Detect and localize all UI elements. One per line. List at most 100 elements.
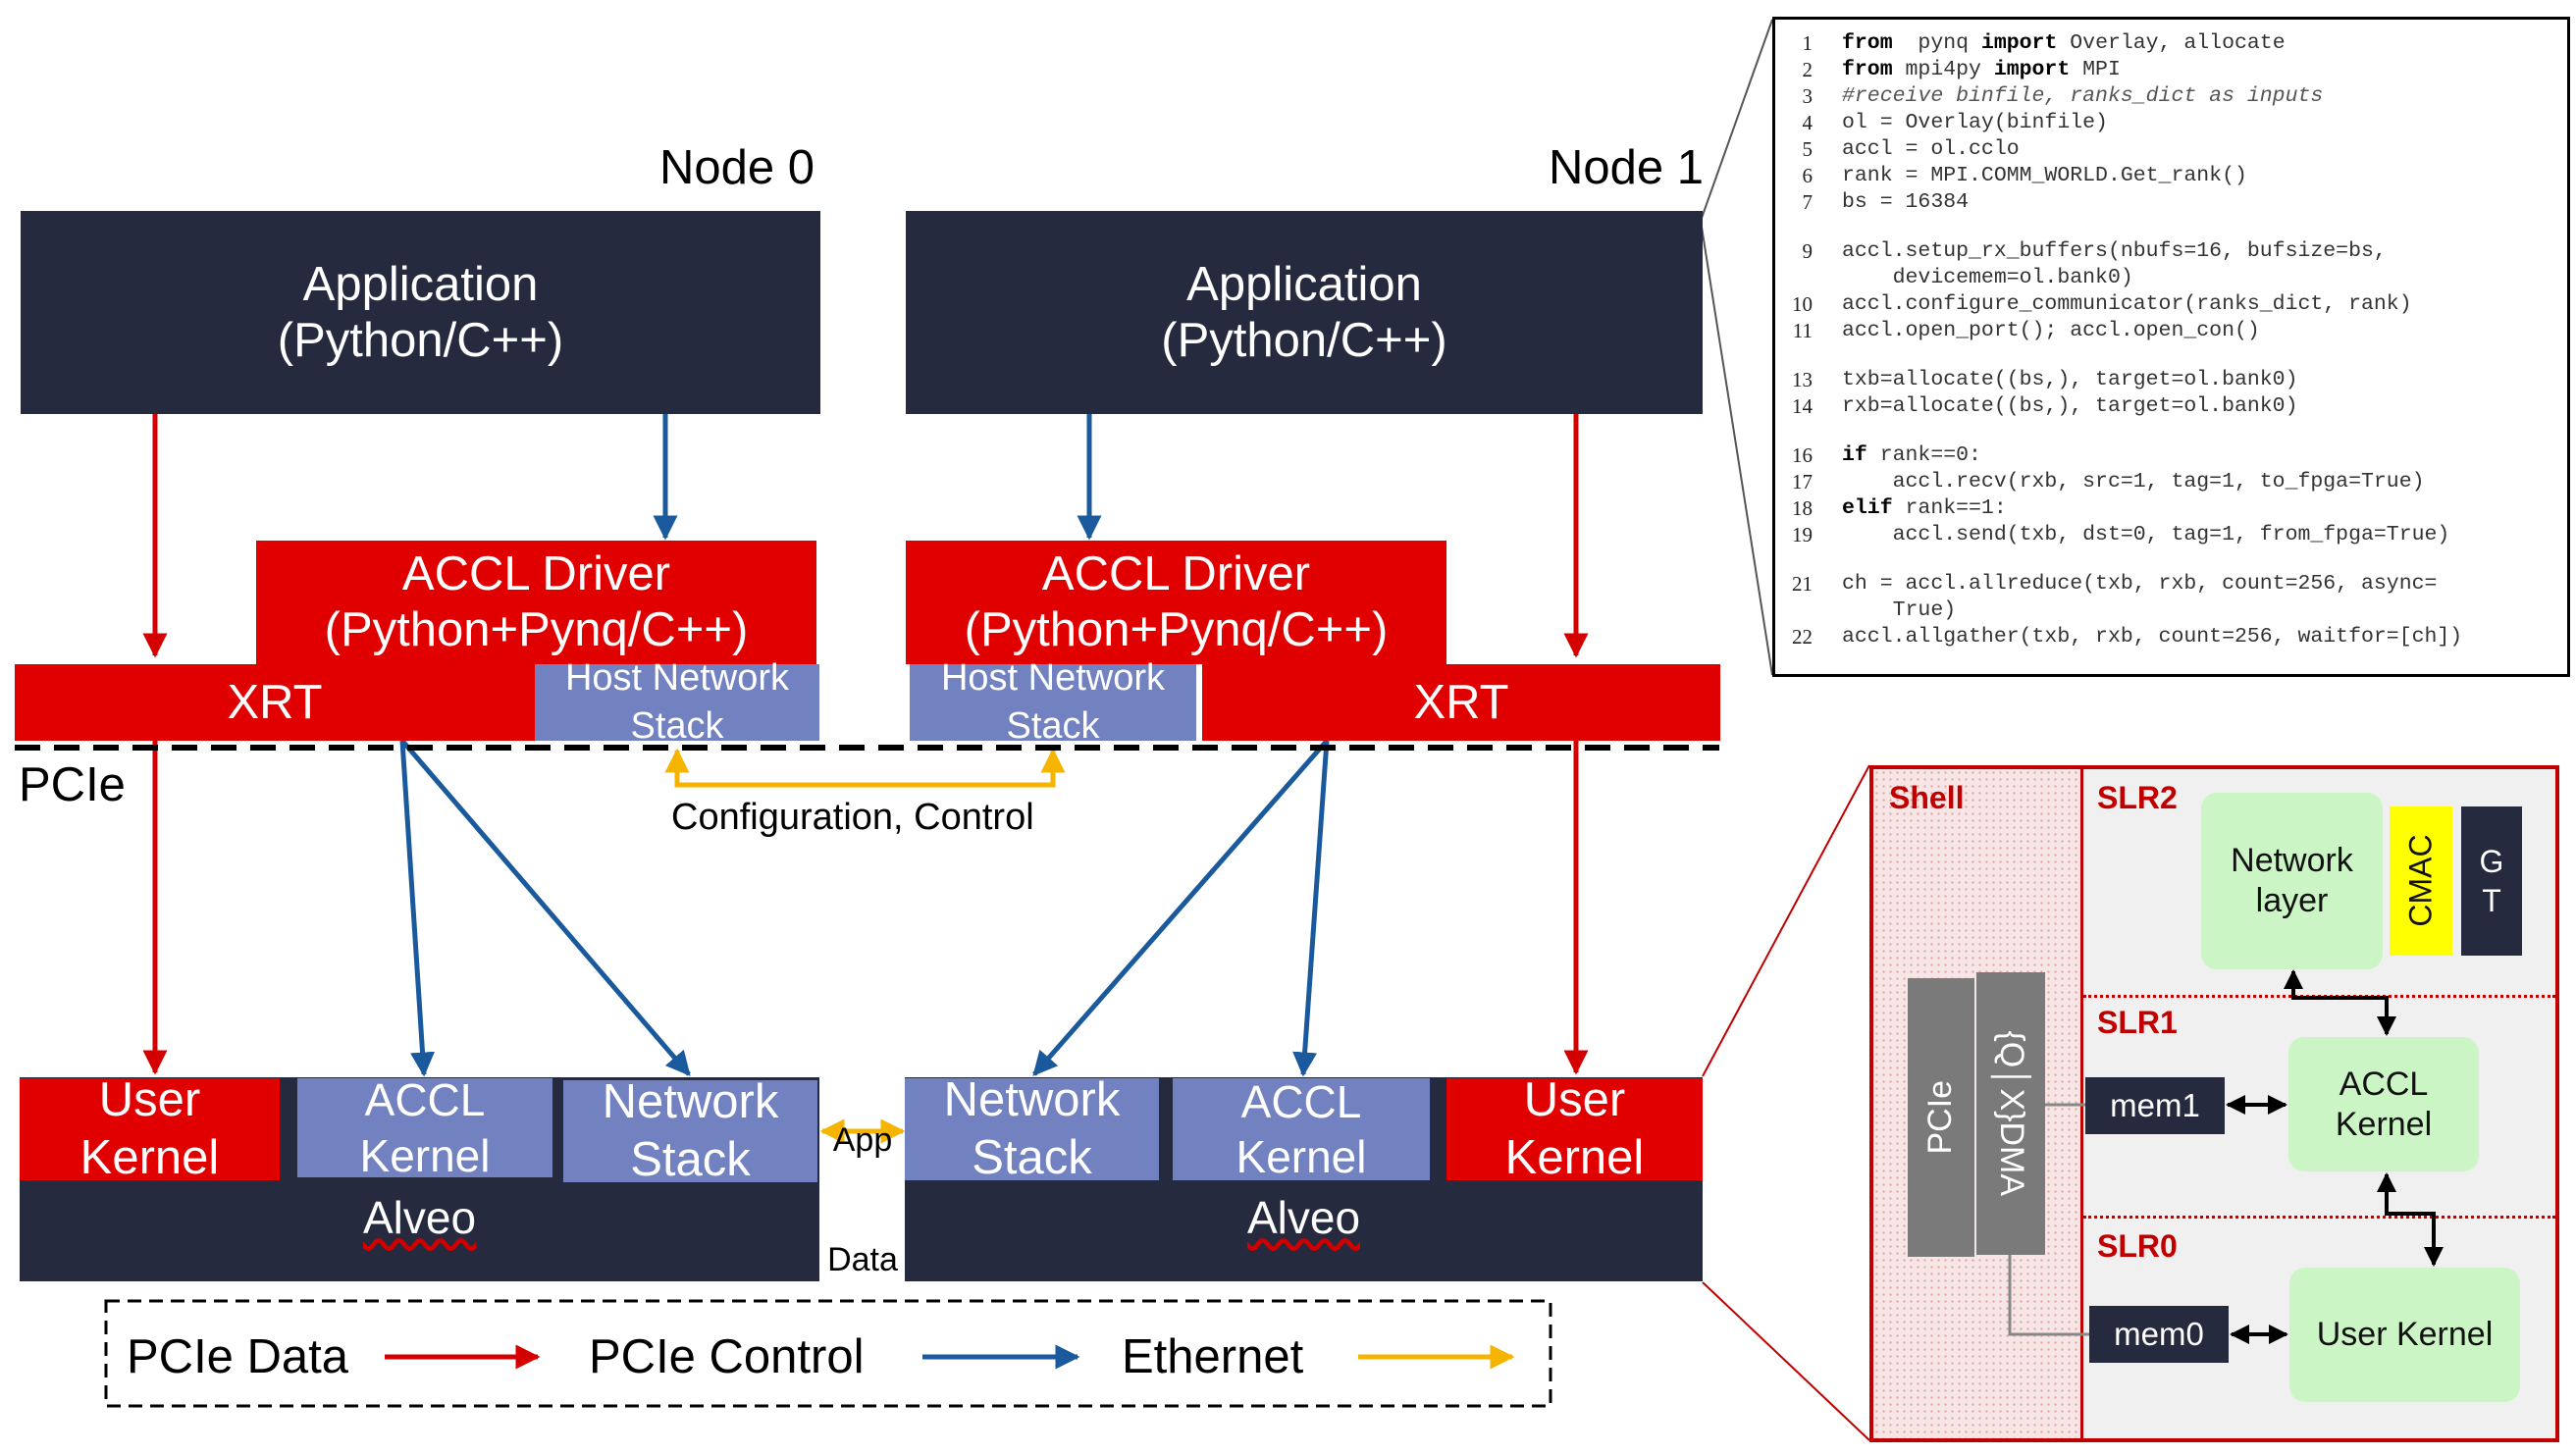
node1-host-network-stack: Host Network Stack (910, 657, 1196, 747)
node0-alveo-label: Alveo (362, 1191, 477, 1243)
code-line: accl.recv(rxb, src=1, tag=1, to_fpga=Tru… (1842, 470, 2425, 494)
user-kernel-block: User Kernel (2289, 1268, 2520, 1402)
code-line: from pynq import Overlay, allocate (1842, 31, 2286, 55)
code-line-number: 16 (1792, 443, 1813, 467)
slr1-label: SLR1 (2097, 1005, 2178, 1040)
mem0-block: mem0 (2089, 1306, 2229, 1363)
code-line-number: 18 (1792, 496, 1813, 520)
configuration-control-label: Configuration, Control (671, 797, 1034, 838)
code-line: bs = 16384 (1842, 190, 1970, 214)
node1-xrt: XRT (1202, 664, 1720, 741)
code-line-number: 5 (1802, 137, 1814, 161)
code-line: accl.allgather(txb, rxb, count=256, wait… (1842, 625, 2463, 649)
node0-accl-driver-line2: (Python+Pynq/C++) (324, 603, 749, 656)
node0-accl-kernel-line1: ACCL (364, 1074, 486, 1126)
slr-divider-1-0 (2083, 1216, 2555, 1219)
node1-xrt-label: XRT (1413, 675, 1509, 729)
node0-accl-driver: ACCL Driver (Python+Pynq/C++) (256, 541, 816, 664)
code-line: devicemem=ol.bank0) (1842, 266, 2133, 289)
gt-block-line1: G (2479, 844, 2504, 879)
code-line-number: 6 (1802, 164, 1814, 187)
code-line: True) (1842, 598, 1957, 622)
accl-kernel-block: ACCL Kernel (2288, 1037, 2479, 1171)
node0-user-kernel-line1: User (98, 1073, 201, 1127)
ethernet-config-arrow (664, 748, 1066, 788)
code-line-number: 11 (1792, 319, 1813, 342)
cmac-block: CMAC (2390, 806, 2452, 956)
callout-line-fpga-top (1702, 764, 1870, 1077)
code-line-number: 3 (1802, 84, 1814, 108)
app-data-label-line2: Data (827, 1240, 898, 1278)
pcie-block-label: PCIe (1921, 1080, 1960, 1155)
node1-host-network-stack-line2: Stack (1006, 705, 1100, 747)
code-line-number: 10 (1792, 292, 1813, 316)
app-data-label: App Data (822, 1040, 903, 1360)
node0-network-stack-line1: Network (602, 1075, 779, 1129)
code-line-number: 17 (1792, 470, 1813, 494)
node0-application-line2: (Python/C++) (277, 313, 564, 367)
code-line-number: 2 (1802, 58, 1814, 81)
node0-label: Node 0 (659, 141, 815, 194)
node1-host-network-stack-line1: Host Network (940, 657, 1166, 700)
code-line: if rank==0: (1842, 443, 1981, 467)
pcie-block: PCIe (1908, 978, 1974, 1257)
dma-block-label: {Q│X}DMA (1992, 1030, 2030, 1197)
code-line-number: 14 (1792, 394, 1813, 418)
code-line-number: 13 (1792, 368, 1813, 391)
code-line-number: 22 (1792, 625, 1813, 649)
node1-user-kernel-line1: User (1523, 1073, 1626, 1127)
code-line: txb=allocate((bs,), target=ol.bank0) (1842, 368, 2298, 391)
code-line: from mpi4py import MPI (1842, 58, 2121, 81)
node1-accl-kernel-line2: Kernel (1235, 1131, 1367, 1182)
node1-accl-kernel-line1: ACCL (1240, 1075, 1362, 1127)
pcie-control-arrow-xrt1-accl (1292, 740, 1330, 1077)
legend-ethernet-label: Ethernet (1122, 1330, 1304, 1383)
code-line: accl.send(txb, dst=0, tag=1, from_fpga=T… (1842, 523, 2450, 546)
node1-accl-driver: ACCL Driver (Python+Pynq/C++) (906, 541, 1446, 664)
code-line: accl.setup_rx_buffers(nbufs=16, bufsize=… (1842, 239, 2387, 263)
code-line-number: 7 (1802, 190, 1814, 214)
slr-divider-2-1 (2083, 995, 2555, 998)
node0-accl-driver-line1: ACCL Driver (401, 547, 671, 601)
gt-block-line2: T (2482, 883, 2501, 918)
node0-user-kernel: User Kernel (20, 1073, 280, 1184)
pcie-label: PCIe (19, 758, 126, 811)
node1-network-stack-line1: Network (943, 1073, 1121, 1127)
slr0-label: SLR0 (2097, 1228, 2178, 1264)
mem1-block: mem1 (2085, 1077, 2225, 1134)
code-line-number: 19 (1792, 523, 1813, 546)
node1-user-kernel: User Kernel (1446, 1073, 1703, 1184)
node0-accl-kernel: ACCL Kernel (297, 1074, 552, 1181)
node1-application: Application (Python/C++) (906, 211, 1703, 414)
network-layer-line1: Network (2231, 842, 2353, 880)
code-line-number: 4 (1802, 111, 1814, 134)
pcie-control-arrow-xrt1-netstack (1032, 739, 1329, 1076)
dma-block: {Q│X}DMA (1976, 972, 2045, 1255)
code-line: rank = MPI.COMM_WORLD.Get_rank() (1842, 164, 2247, 187)
node0-host-network-stack-line2: Stack (630, 705, 724, 747)
node0-user-kernel-line2: Kernel (79, 1131, 220, 1184)
network-layer-line2: layer (2255, 882, 2329, 919)
node1-accl-kernel: ACCL Kernel (1173, 1076, 1430, 1182)
code-line-number: 9 (1802, 239, 1814, 263)
node0-network-stack-line2: Stack (630, 1133, 751, 1186)
callout-line-code-bottom (1700, 220, 1773, 676)
code-line: accl = ol.cclo (1842, 137, 2020, 161)
code-line: rxb=allocate((bs,), target=ol.bank0) (1842, 394, 2298, 418)
node0-accl-kernel-line2: Kernel (359, 1129, 491, 1181)
node0-network-stack: Network Stack (563, 1075, 817, 1186)
code-line: ol = Overlay(binfile) (1842, 111, 2108, 134)
pcie-control-arrow-xrt0-accl (399, 740, 436, 1077)
node0-xrt-label: XRT (227, 675, 323, 729)
slr2-label: SLR2 (2097, 780, 2178, 815)
network-layer-block: Network layer (2201, 793, 2383, 969)
node1-user-kernel-line2: Kernel (1504, 1131, 1645, 1184)
node1-label: Node 1 (1549, 141, 1705, 194)
user-kernel-block-label: User Kernel (2316, 1316, 2494, 1354)
node1-accl-driver-line2: (Python+Pynq/C++) (964, 603, 1389, 656)
accl-kernel-block-line2: Kernel (2335, 1105, 2433, 1143)
node0-host-network-stack: Host Network Stack (535, 657, 819, 747)
